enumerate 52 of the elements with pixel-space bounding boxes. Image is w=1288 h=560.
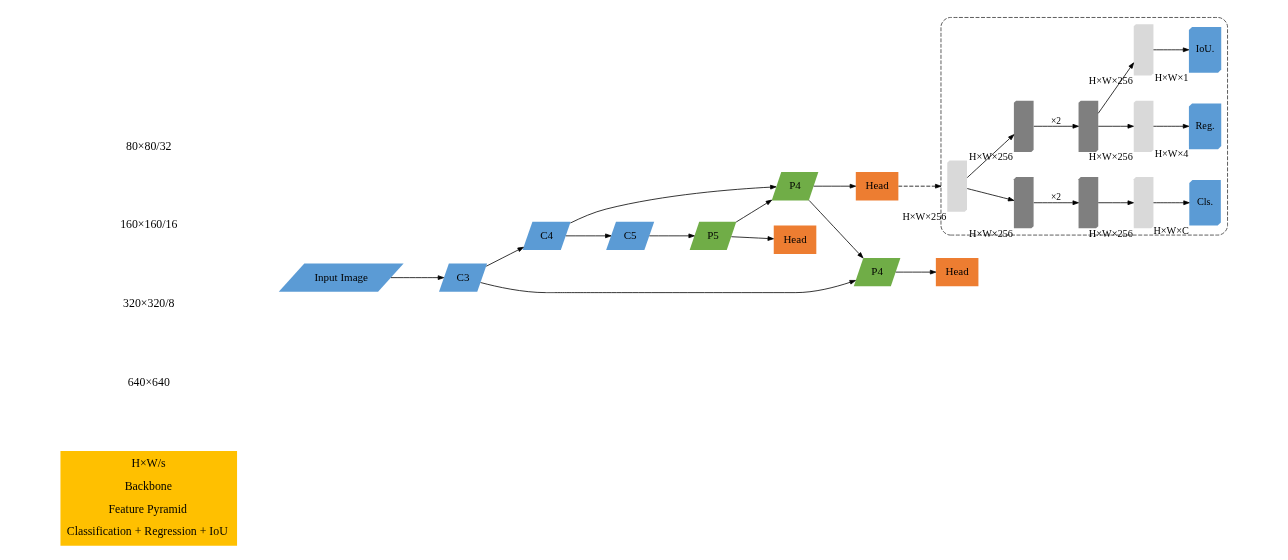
label: 160×160/16 (120, 217, 178, 232)
arrow (1097, 62, 1135, 114)
node-box (1133, 100, 1154, 152)
arrow (1033, 200, 1079, 206)
node-box: Head (773, 225, 817, 254)
arrow (966, 134, 1015, 178)
arrow (649, 233, 695, 239)
label: 80×80/32 (126, 138, 172, 153)
node-box (947, 160, 967, 212)
label: Backbone (124, 478, 172, 493)
node-box (1078, 100, 1099, 152)
label: 320×320/8 (123, 296, 175, 311)
arrow (735, 199, 773, 223)
node-box: Head (935, 257, 979, 287)
label: H×W/s (131, 455, 166, 470)
node-box (1078, 177, 1099, 229)
arrow (895, 269, 937, 275)
arrow (485, 246, 524, 267)
arrow (1153, 200, 1190, 206)
arrow (966, 188, 1015, 202)
arrow (480, 280, 856, 293)
node-box (1133, 177, 1154, 229)
node-label: H×W×1 (1154, 71, 1189, 83)
arrow (1033, 123, 1079, 129)
node-label: H×W×256 (969, 151, 1014, 163)
edge-label: ×2 (1051, 115, 1062, 126)
arrow (1097, 123, 1134, 129)
node-label: H×W×256 (1088, 227, 1133, 239)
edge-label: ×2 (1051, 192, 1062, 203)
node-label: H×W×256 (1088, 74, 1133, 86)
node-box (1133, 24, 1154, 76)
arrow (390, 275, 445, 280)
node-label: H×W×256 (1088, 151, 1133, 163)
node-label: H×W×4 (1154, 148, 1189, 160)
node-box (1013, 177, 1034, 229)
arrow (1097, 200, 1134, 206)
arrow (898, 183, 942, 189)
arrow (1153, 47, 1190, 53)
node-box (1013, 100, 1034, 152)
label: 640×640 (127, 375, 170, 390)
arrow (813, 183, 857, 189)
arrow (731, 236, 774, 241)
arrow (565, 233, 612, 239)
node-label: H×W×C (1153, 224, 1189, 236)
arrow (570, 184, 777, 224)
arrow (808, 200, 864, 259)
label: Classification + Regression + IoU (66, 524, 228, 539)
label: Feature Pyramid (108, 501, 187, 516)
node-box: Head (855, 172, 899, 201)
arrow (1153, 123, 1190, 129)
node-label: H×W×256 (969, 227, 1014, 239)
node-label: H×W×256 (902, 211, 947, 223)
